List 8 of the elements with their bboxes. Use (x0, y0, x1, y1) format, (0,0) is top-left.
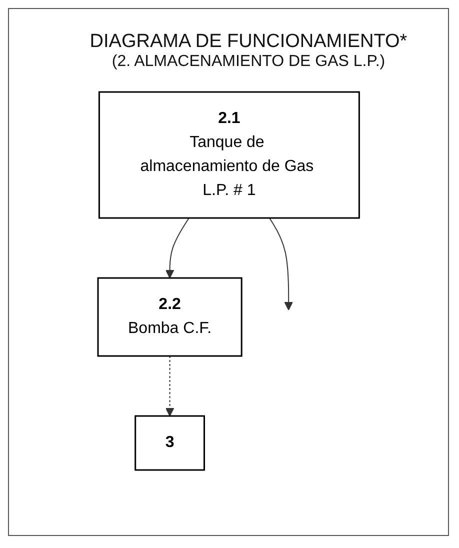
arrow (268, 218, 293, 310)
arrow (165, 218, 190, 278)
node-box: 2.1 Tanque de almacenamiento de Gas L.P. # 1 (98, 91, 360, 219)
diagram-title: DIAGRAMA DE FUNCIONAMIENTO* (88, 31, 408, 53)
node-box: 3 (134, 415, 205, 471)
subtitle: (2. ALMACENAMIENTO DE GAS L.P.) (110, 53, 386, 71)
node-box: 2.2 Bomba C.F. (97, 277, 242, 357)
arrow (165, 356, 174, 416)
